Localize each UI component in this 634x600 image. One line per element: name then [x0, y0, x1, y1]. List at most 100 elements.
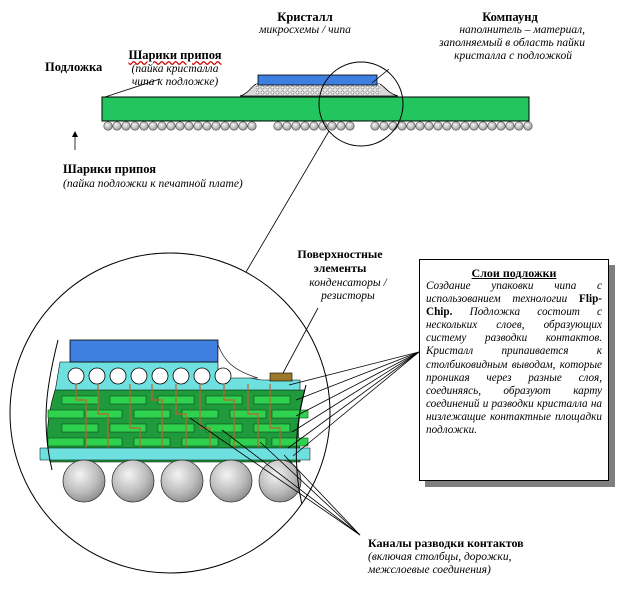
micro-ball	[67, 367, 85, 385]
crystal-label: Кристалл	[277, 10, 333, 24]
top-cross-section	[101, 74, 533, 131]
solder-ball	[379, 121, 389, 131]
trace-pad	[229, 437, 267, 447]
callout-text-2: Подложка состоит с нескольких слоев, обр…	[426, 306, 603, 437]
substrate-solder-balls	[103, 121, 533, 131]
chip-solder-balls-magnified	[67, 367, 232, 385]
substrate-label: Подложка	[45, 60, 103, 74]
solder-ball	[247, 121, 257, 131]
chip-balls-sublabel-1: (пайка кристалла	[131, 63, 219, 75]
solder-ball	[406, 121, 416, 131]
chip-balls-label: Шарики припоя	[128, 48, 222, 62]
surface-elements-sublabel-2: резисторы	[321, 290, 375, 302]
via-trace	[247, 384, 259, 450]
surface-elements-sublabel-1: конденсаторы /	[309, 277, 387, 289]
callout-text-bold: Flip-Chip.	[426, 293, 603, 319]
solder-ball	[193, 121, 203, 131]
chip-solder-balls-layer	[256, 84, 380, 95]
board-ball	[160, 459, 204, 503]
via-trace	[151, 384, 163, 450]
micro-ball	[193, 367, 211, 385]
board-balls-sublabel: (пайка подложки к печатной плате)	[63, 178, 243, 190]
substrate-bottom-layer	[39, 447, 311, 461]
solder-ball	[273, 121, 283, 131]
solder-ball	[451, 121, 461, 131]
solder-ball	[130, 121, 140, 131]
solder-ball	[496, 121, 506, 131]
channels-sublabel-1: (включая столбцы, дорожки,	[368, 551, 512, 563]
solder-ball	[229, 121, 239, 131]
compound-sublabel-3: кристалла с подложкой	[454, 50, 572, 62]
via-trace	[97, 384, 109, 450]
trace-pad	[109, 395, 147, 405]
solder-ball	[175, 121, 185, 131]
micro-ball	[151, 367, 169, 385]
trace-pad	[157, 423, 195, 433]
trace-pad	[271, 409, 309, 419]
compound-sublabel-2: заполняемый в область пайки	[439, 37, 585, 49]
solder-ball	[238, 121, 248, 131]
trace-pad	[271, 437, 309, 447]
solder-ball	[460, 121, 470, 131]
solder-ball	[309, 121, 319, 131]
section-left-cut	[45, 339, 59, 471]
micro-ball	[88, 367, 106, 385]
surface-component	[269, 372, 293, 382]
trace-pad	[47, 409, 85, 419]
callout-text-1: Создание упаковки чипа с использованием …	[426, 280, 602, 306]
substrate-board	[101, 96, 530, 122]
trace-pad	[133, 437, 171, 447]
zoom-line-left	[235, 130, 330, 290]
board-solder-balls-magnified	[62, 459, 302, 503]
crystal-sublabel: микросхемы / чипа	[259, 24, 351, 36]
solder-ball	[291, 121, 301, 131]
solder-ball	[211, 121, 221, 131]
solder-ball	[523, 121, 533, 131]
solder-ball	[300, 121, 310, 131]
magnifier-circle-small	[318, 61, 404, 147]
arrow-head-board-balls	[72, 131, 78, 137]
micro-ball	[214, 367, 232, 385]
micro-ball	[130, 367, 148, 385]
via-trace	[269, 384, 281, 450]
trace-pad	[85, 437, 123, 447]
solder-ball	[424, 121, 434, 131]
solder-ball	[318, 121, 328, 131]
solder-ball	[148, 121, 158, 131]
chip-crystal	[257, 74, 378, 86]
solder-ball	[336, 121, 346, 131]
trace-pad	[109, 423, 147, 433]
board-balls-label: Шарики припоя	[63, 162, 156, 176]
solder-ball	[469, 121, 479, 131]
board-ball	[111, 459, 155, 503]
board-ball	[62, 459, 106, 503]
solder-ball	[202, 121, 212, 131]
solder-ball	[505, 121, 515, 131]
solder-ball	[157, 121, 167, 131]
solder-ball	[397, 121, 407, 131]
solder-ball	[139, 121, 149, 131]
compound-sublabel-1: наполнитель – материал,	[459, 24, 585, 36]
board-ball	[209, 459, 253, 503]
trace-pad	[47, 437, 85, 447]
compound-label: Компаунд	[482, 10, 538, 24]
via-trace	[175, 384, 187, 450]
via-trace	[223, 384, 235, 450]
micro-ball	[109, 367, 127, 385]
trace-pad	[181, 437, 219, 447]
surface-elements-label-1: Поверхностные	[297, 247, 383, 261]
pointer-lines	[74, 68, 420, 536]
callout-body: Создание упаковки чипа с использованием …	[426, 280, 602, 437]
trace-pad	[61, 423, 99, 433]
solder-ball	[282, 121, 292, 131]
trace-pad	[253, 395, 291, 405]
solder-ball	[415, 121, 425, 131]
solder-ball	[184, 121, 194, 131]
magnified-chip	[69, 339, 219, 363]
solder-ball	[388, 121, 398, 131]
solder-ball	[112, 121, 122, 131]
solder-ball	[433, 121, 443, 131]
solder-ball	[487, 121, 497, 131]
channels-label: Каналы разводки контактов	[368, 536, 524, 550]
